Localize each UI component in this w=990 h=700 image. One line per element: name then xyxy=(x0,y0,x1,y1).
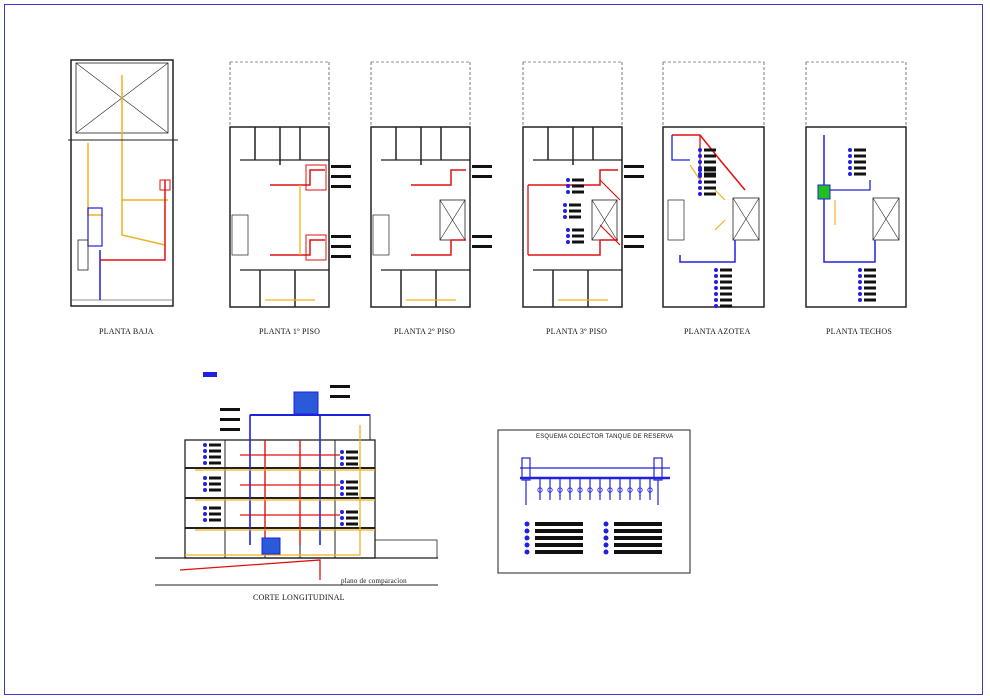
plan-outline xyxy=(70,59,174,307)
plan-planta-2-piso xyxy=(370,61,471,308)
title-planta-1-piso: PLANTA 1º PISO xyxy=(259,327,321,336)
north-marker xyxy=(203,372,217,377)
plan-planta-techos xyxy=(805,61,907,308)
title-corte-longitudinal: CORTE LONGITUDINAL xyxy=(253,593,345,602)
title-planta-azotea: PLANTA AZOTEA xyxy=(684,327,751,336)
plan-planta-1-piso xyxy=(229,61,330,308)
plan-planta-azotea xyxy=(662,61,765,308)
title-planta-techos: PLANTA TECHOS xyxy=(826,327,893,336)
sheet-border xyxy=(4,4,983,695)
title-planta-3-piso: PLANTA 3º PISO xyxy=(546,327,608,336)
fixture-markers xyxy=(203,148,876,526)
section-corte-longitudinal xyxy=(155,372,438,586)
schema-colector xyxy=(497,429,691,574)
title-planta-baja: PLANTA BAJA xyxy=(99,327,154,336)
plan-planta-baja xyxy=(68,59,178,307)
reference-plane-label: plano de comparacion xyxy=(341,577,407,585)
collector-drops xyxy=(537,478,653,500)
collector-legend xyxy=(524,521,662,555)
schema-title: ESQUEMA COLECTOR TANQUE DE RESERVA xyxy=(536,434,674,440)
title-planta-2-piso: PLANTA 2º PISO xyxy=(394,327,456,336)
plan-planta-3-piso xyxy=(522,61,623,308)
